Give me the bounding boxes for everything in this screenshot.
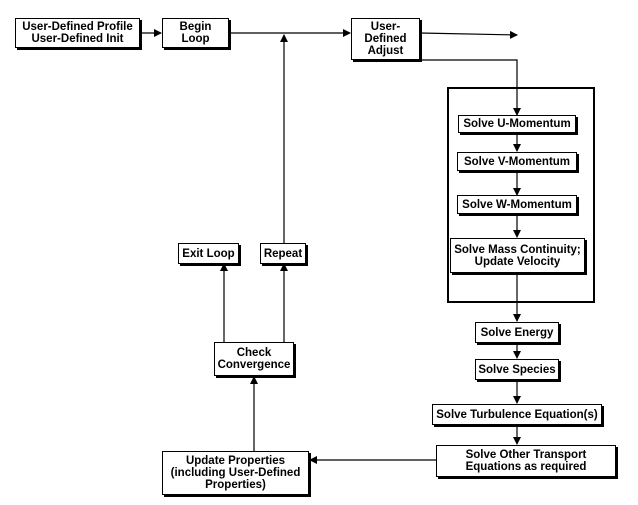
solve-turbulence-box: Solve Turbulence Equation(s) <box>432 404 602 425</box>
solve-w-momentum-box: Solve W-Momentum <box>457 195 577 214</box>
arrow-adjust-stub <box>419 30 518 39</box>
user-defined-adjust-box: User- Defined Adjust <box>351 18 420 60</box>
solve-other-transport-box: Solve Other Transport Equations as requi… <box>436 445 616 477</box>
check-convergence-box: Check Convergence <box>214 342 294 376</box>
solve-species-box: Solve Species <box>475 359 559 380</box>
repeat-box: Repeat <box>260 243 306 264</box>
user-defined-profile-box: User-Defined Profile User-Defined Init <box>15 18 140 48</box>
solve-v-momentum-box: Solve V-Momentum <box>457 152 577 171</box>
momentum-group-box <box>447 87 595 303</box>
exit-loop-box: Exit Loop <box>178 243 239 264</box>
solve-energy-box: Solve Energy <box>475 322 559 343</box>
solve-mass-continuity-box: Solve Mass Continuity; Update Velocity <box>450 238 585 273</box>
begin-loop-box: Begin Loop <box>162 18 229 48</box>
update-properties-box: Update Properties (including User-Define… <box>162 451 309 495</box>
arrow-adjust-to-u-momentum <box>420 59 521 116</box>
solve-u-momentum-box: Solve U-Momentum <box>458 115 576 133</box>
